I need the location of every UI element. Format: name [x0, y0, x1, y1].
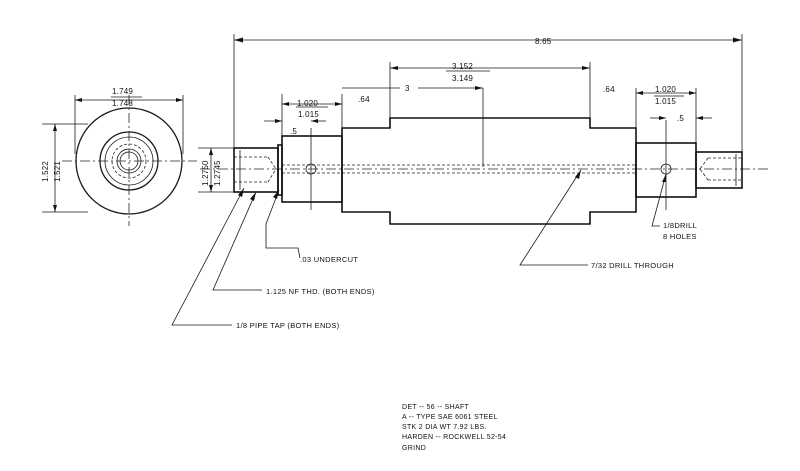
title-block: DET -- 56 -- SHAFT A -- TYPE SAE 6061 ST… — [402, 404, 506, 452]
end-side-upper-label: 1.522 — [41, 161, 50, 182]
end-dia-upper-label: 1.749 — [112, 87, 133, 96]
end-view — [42, 95, 197, 226]
end-dia-lower-label: 1.748 — [112, 99, 133, 108]
title-line-3: STK 2 DIA WT 7.92 LBS. — [402, 424, 487, 431]
left-step-upper-label: 1.020 — [297, 99, 318, 108]
center-lower-label: 3.149 — [452, 74, 473, 83]
left-dia-lower-label: 1.2745 — [213, 160, 222, 186]
left-half-label: .5 — [290, 127, 297, 136]
leader-lines — [171, 169, 667, 326]
left-step-lower-label: 1.015 — [298, 110, 319, 119]
drill-holes-note-2: 8 HOLES — [663, 232, 697, 241]
drill-holes-note-1: 1/8DRILL — [663, 221, 697, 230]
center-three-label: 3 — [405, 84, 410, 93]
right-step-lower-label: 1.015 — [655, 97, 676, 106]
right-shoulder-label: .64 — [603, 85, 615, 94]
left-shoulder-label: .64 — [358, 95, 370, 104]
dimension-lines — [198, 34, 743, 193]
dimension-labels: 8.65 1.749 1.748 1.522 1.521 1.2750 1.27… — [41, 37, 684, 186]
note-labels: .03 UNDERCUT 1.125 NF THD. (BOTH ENDS) 1… — [236, 221, 697, 330]
title-line-4: HARDEN -- ROCKWELL 52-54 — [402, 434, 506, 441]
drill-through-note: 7/32 DRILL THROUGH — [591, 261, 674, 270]
title-line-2: A -- TYPE SAE 6061 STEEL — [402, 414, 498, 421]
right-half-label: .5 — [677, 114, 684, 123]
end-side-lower-label: 1.521 — [53, 161, 62, 182]
shaft-side-view — [200, 88, 770, 225]
right-step-upper-label: 1.020 — [655, 85, 676, 94]
undercut-note: .03 UNDERCUT — [300, 255, 358, 264]
left-dia-upper-label: 1.2750 — [201, 160, 210, 186]
title-line-1: DET -- 56 -- SHAFT — [402, 404, 470, 411]
thread-note: 1.125 NF THD. (BOTH ENDS) — [266, 287, 375, 296]
overall-length-label: 8.65 — [535, 37, 552, 46]
pipe-tap-note: 1/8 PIPE TAP (BOTH ENDS) — [236, 321, 340, 330]
center-upper-label: 3.152 — [452, 62, 473, 71]
title-line-5: GRIND — [402, 445, 426, 452]
